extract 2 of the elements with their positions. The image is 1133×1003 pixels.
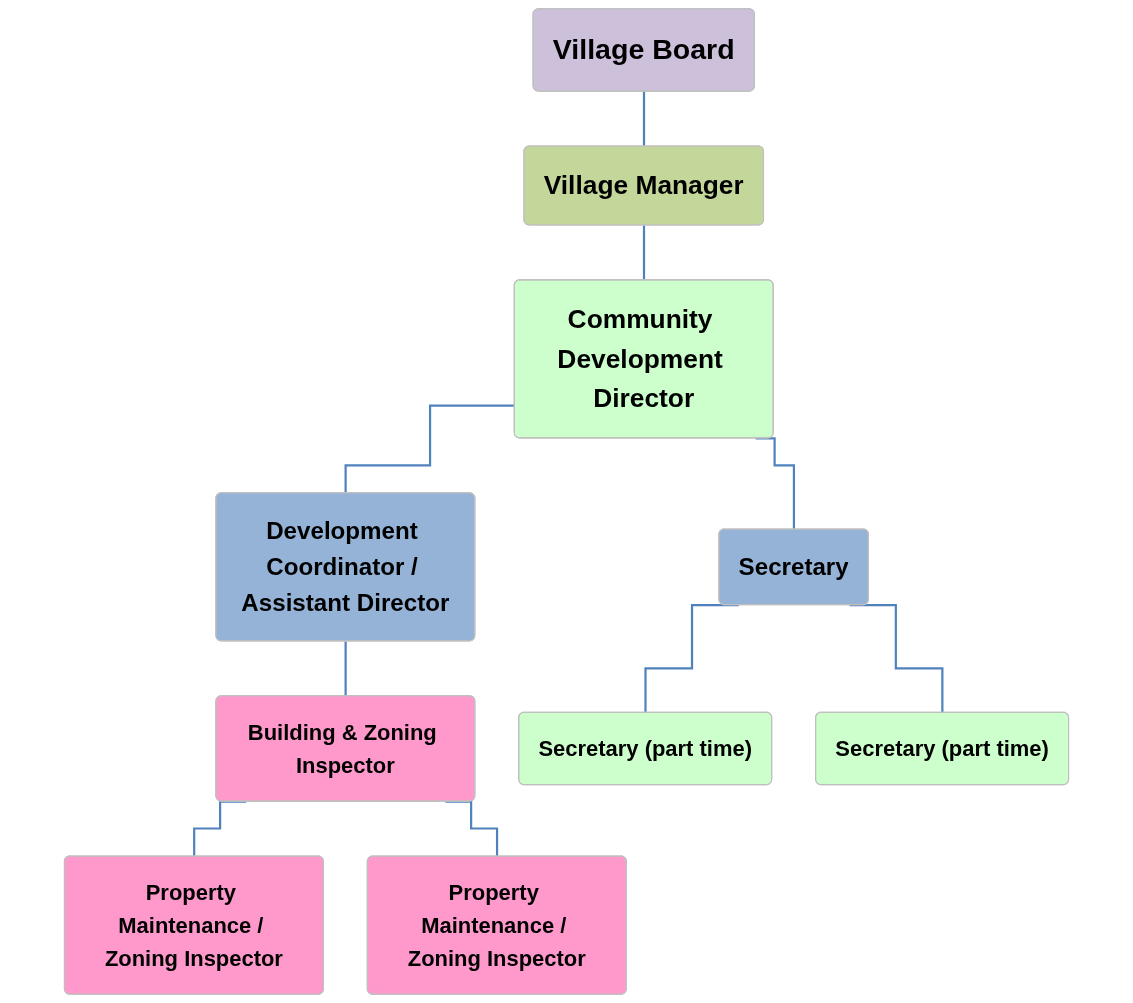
connector <box>644 604 739 714</box>
connector <box>849 604 944 714</box>
